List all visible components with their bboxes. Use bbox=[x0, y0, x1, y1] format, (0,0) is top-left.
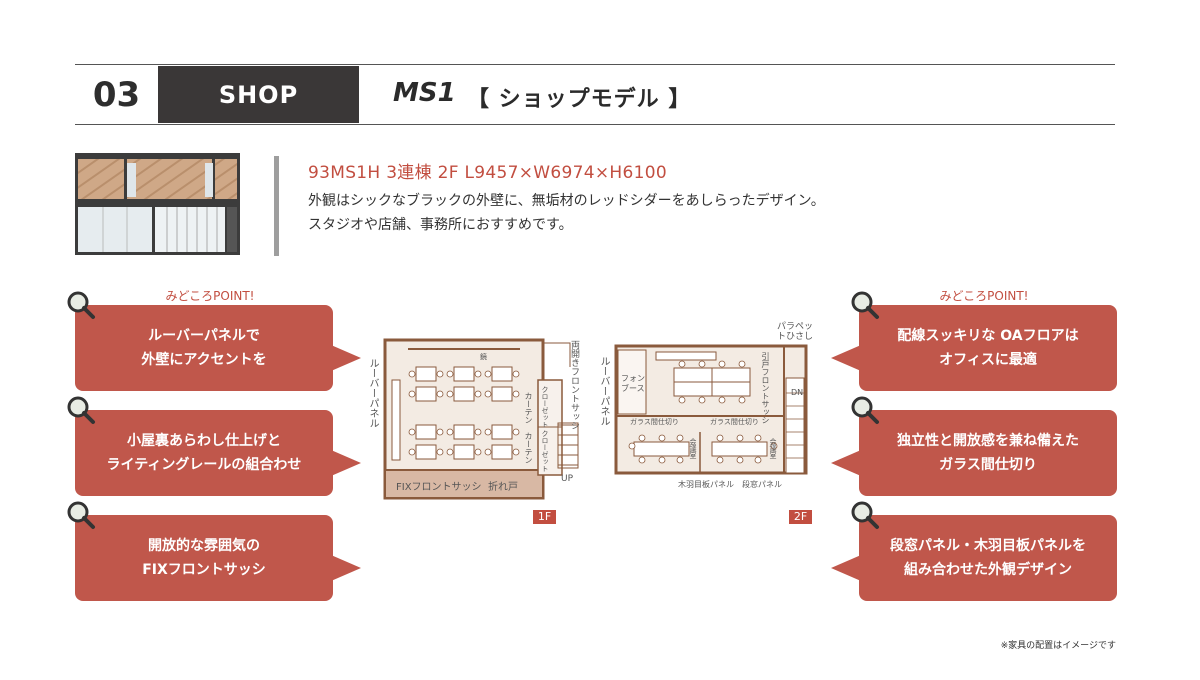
header-top-rule bbox=[75, 64, 1115, 65]
right-point-2: 独立性と開放感を兼ね備えた ガラス間仕切り bbox=[831, 410, 1117, 496]
floor-tag-1f: 1F bbox=[533, 510, 556, 524]
2f-meeting-label-2: 会議室 bbox=[769, 438, 777, 459]
magnifier-icon bbox=[851, 291, 879, 319]
description-line-1: 外観はシックなブラックの外壁に、無垢材のレッドシダーをあしらったデザイン。 bbox=[308, 193, 825, 209]
2f-wood-panel-label: 木羽目板パネル bbox=[678, 480, 734, 489]
spec-line: 93MS1H 3連棟 2F L9457×W6974×H6100 bbox=[308, 163, 667, 183]
right-point-3: 段窓パネル・木羽目板パネルを 組み合わせた外観デザイン bbox=[831, 515, 1117, 601]
1f-up-label: UP bbox=[561, 474, 574, 484]
intro-accent-bar bbox=[274, 156, 279, 256]
2f-glass-partition-label-1: ガラス間仕切り bbox=[630, 418, 679, 426]
1f-mirror-label: 鏡 bbox=[480, 353, 487, 361]
1f-closet-label-1: クローゼット bbox=[541, 386, 549, 428]
magnifier-icon bbox=[851, 396, 879, 424]
right-point-1: 配線スッキリな OAフロアは オフィスに最適 bbox=[831, 305, 1117, 391]
1f-curtain-label-1: カーテン bbox=[524, 392, 533, 424]
1f-louver-label: ルーバーパネル bbox=[367, 358, 378, 428]
magnifier-icon bbox=[67, 396, 95, 424]
floor-plan-2f bbox=[614, 344, 808, 475]
exterior-thumbnail bbox=[75, 153, 240, 255]
left-point-2: 小屋裏あらわし仕上げと ライティングレールの組合わせ bbox=[75, 410, 361, 496]
2f-phone-booth-label: フォンブース bbox=[621, 374, 645, 393]
right-points-title: みどころPOINT! bbox=[939, 289, 1029, 303]
2f-dn-label: DN bbox=[791, 388, 804, 397]
1f-folding-door-label: 折れ戸 bbox=[488, 482, 518, 493]
1f-curtain-label-2: カーテン bbox=[524, 432, 533, 464]
floor-plan-1f bbox=[383, 338, 579, 500]
1f-double-door-label: 両開きフロントサッシ bbox=[569, 340, 579, 430]
left-point-1: ルーバーパネルで 外壁にアクセントを bbox=[75, 305, 361, 391]
magnifier-icon bbox=[851, 501, 879, 529]
1f-fix-sash-label: FIXフロントサッシ bbox=[396, 482, 482, 493]
category-label: SHOP bbox=[158, 66, 359, 123]
2f-glass-partition-label-2: ガラス間仕切り bbox=[710, 418, 759, 426]
floor-tag-2f: 2F bbox=[789, 510, 812, 524]
model-type: 【 ショップモデル 】 bbox=[467, 87, 692, 112]
magnifier-icon bbox=[67, 291, 95, 319]
2f-sliding-sash-label: 引戸フロントサッシ bbox=[761, 352, 770, 424]
header-bottom-rule bbox=[75, 124, 1115, 125]
model-name: MS1 bbox=[393, 78, 456, 108]
description-line-2: スタジオや店舗、事務所におすすめです。 bbox=[308, 217, 573, 233]
left-point-3: 開放的な雰囲気の FIXフロントサッシ bbox=[75, 515, 361, 601]
left-points-title: みどころPOINT! bbox=[165, 289, 255, 303]
2f-meeting-label-1: 会議室 bbox=[689, 438, 697, 459]
2f-parapet-label: パラペットひさし bbox=[776, 322, 813, 342]
furniture-note: ※家具の配置はイメージです bbox=[1000, 641, 1116, 651]
2f-step-window-label: 段窓パネル bbox=[742, 480, 782, 489]
section-number: 03 bbox=[92, 74, 141, 115]
magnifier-icon bbox=[67, 501, 95, 529]
2f-louver-label: ルーバーパネル bbox=[598, 356, 609, 426]
1f-closet-label-2: クローゼット bbox=[541, 430, 549, 472]
